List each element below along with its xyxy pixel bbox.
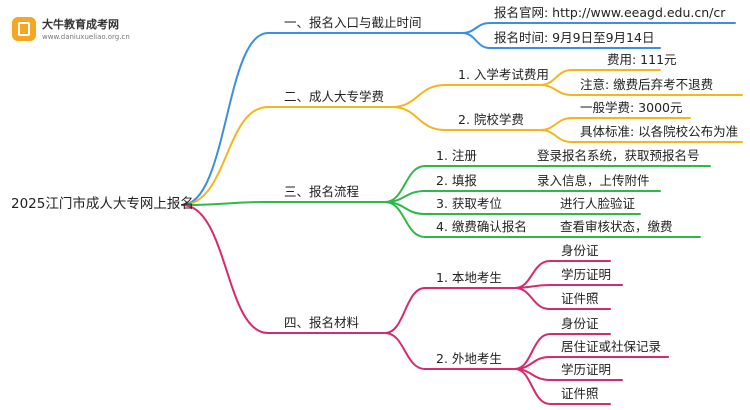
step-4-desc: 查看审核状态，缴费 [560,219,673,234]
local-item-1: 身份证 [561,243,599,258]
connector-branch-1-item-2 [461,32,661,49]
branch-3-label: 三、报名流程 [284,184,360,199]
local-item-3: 证件照 [561,291,599,306]
connector-branch-2 [181,106,393,206]
step-3-label: 3. 获取考位 [436,196,502,211]
connector-2-2-b [539,129,743,143]
nonlocal-item-2: 居住证或社保记录 [561,339,662,354]
connector-2-2 [391,106,541,131]
branch-1-item-2: 报名时间: 9月9日至9月14日 [494,30,655,45]
step-1-label: 1. 注册 [436,148,477,163]
step-2-desc: 录入信息，上传附件 [537,173,650,188]
branch-2-sub-2: 2. 院校学费 [458,112,524,127]
step-1-desc: 登录报名系统，获取预报名号 [537,148,700,163]
branch-4-sub-2: 2. 外地考生 [436,351,502,366]
nonlocal-item-1: 身份证 [561,316,599,331]
connector-branch-4 [181,204,386,334]
connector-4-1-c [514,287,611,310]
connector-branch-1 [181,32,463,206]
branch-4-sub-1: 1. 本地考生 [436,270,502,285]
logo-url: www.daniuxueliao.org.cn [42,33,130,41]
nonlocal-item-3: 学历证明 [561,362,612,377]
logo-title: 大牛教育成考网 [42,18,119,31]
connector-2-1-b [539,84,743,96]
branch-4-label: 四、报名材料 [284,315,360,330]
connector-4-2 [384,332,516,370]
branch-2-sub-1: 1. 入学考试费用 [458,67,549,82]
connector-2-1 [391,84,541,108]
branch-2-label: 二、成人大专学费 [284,89,385,104]
branch-1-item-1: 报名官网: http://www.eeagd.edu.cn/cr [494,5,726,20]
branch-2-sub-1-item-2: 注意: 缴费后弃考不退费 [580,77,714,92]
connector-branch-3 [181,201,386,206]
branch-1-label: 一、报名入口与截止时间 [284,15,422,30]
nonlocal-item-4: 证件照 [561,386,599,401]
step-4-label: 4. 缴费确认报名 [436,219,527,234]
book-icon [12,17,36,41]
branch-2-sub-2-item-1: 一般学费: 3000元 [580,100,683,115]
site-logo: 大牛教育成考网 www.daniuxueliao.org.cn [12,14,132,48]
branch-2-sub-2-item-2: 具体标准: 以各院校公布为准 [580,124,739,139]
step-2-label: 2. 填报 [436,173,477,188]
step-3-desc: 进行人脸验证 [560,196,636,211]
connector-4-2-d [514,368,611,405]
branch-2-sub-1-item-1: 费用: 111元 [607,52,677,67]
local-item-2: 学历证明 [561,267,612,282]
root-topic: 2025江门市成人大专网上报名 [11,196,194,212]
connector-4-1-b [514,284,623,289]
connector-3-4 [384,201,701,238]
connector-4-1 [384,287,516,334]
